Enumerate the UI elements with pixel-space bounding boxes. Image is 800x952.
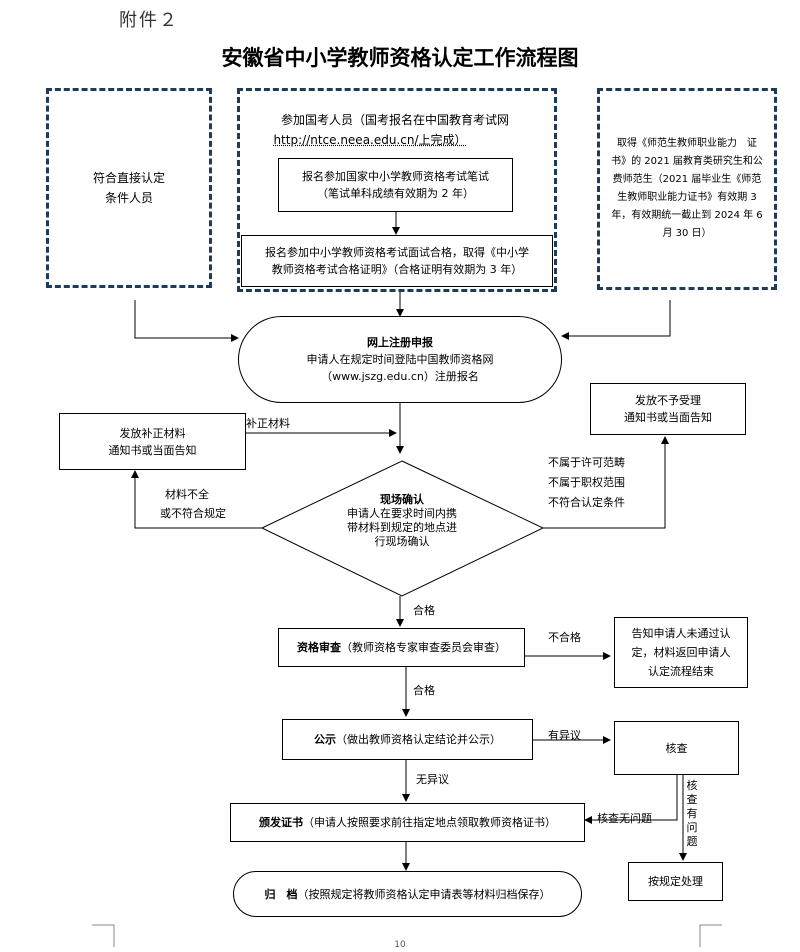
arrow-left-to-register (134, 300, 239, 342)
certificate-line: 费师范生（2021 届毕业生《师范 (612, 174, 762, 185)
reject-line: 通知书或当面告知 (624, 411, 712, 424)
fail-notice-line: 告知申请人未通过认 (631, 627, 731, 640)
onsite-line: 申请人在要求时间内携 (347, 507, 457, 520)
written-exam-line: （笔试单科成绩有效期为 2 年） (317, 187, 474, 200)
onsite-confirmation-text: 现场确认 申请人在要求时间内携 带材料到规定的地点进 行现场确认 (320, 492, 484, 549)
archive-box: 归 档 （按照规定将教师资格认定申请表等材料归档保存） (233, 871, 582, 917)
handle-per-rules-box: 按规定处理 (628, 862, 723, 901)
online-registration-box: 网上注册申报 申请人在规定时间登陆中国教师资格网 （www.jszg.edu.c… (238, 316, 562, 403)
page-number: 10 (394, 940, 406, 950)
certificate-line: 取得《师范生教师职业能力 证 (617, 138, 757, 149)
national-exam-box (237, 88, 557, 292)
verification-box: 核查 (614, 721, 739, 775)
arrow-right-to-register (561, 300, 671, 340)
attachment-label: 附件２ (119, 10, 179, 31)
registration-line: （www.jszg.edu.cn）注册报名 (321, 370, 479, 383)
fail-notice-line: 定，材料返回申请人 (631, 646, 731, 659)
fail-notice-line: 认定流程结束 (648, 665, 714, 678)
reject-line: 发放不予受理 (635, 394, 701, 407)
reject-reason: 不属于职权范围 (548, 476, 625, 489)
arrow-verify-to-issue (584, 775, 678, 824)
certificate-line: 生教师职业能力证书》有效期 3 (617, 192, 757, 203)
onsite-title: 现场确认 (380, 493, 424, 506)
reject-reason: 不属于许可范畴 (548, 456, 625, 469)
onsite-line: 行现场确认 (374, 535, 430, 548)
written-exam-box: 报名参加国家中小学教师资格考试笔试 （笔试单科成绩有效期为 2 年） (278, 158, 513, 212)
certificate-line: 书》的 2021 届教育类研究生和公 (611, 156, 763, 167)
verify-ok-label: 核查无问题 (597, 812, 652, 825)
direct-certification-box: 符合直接认定 条件人员 (46, 88, 212, 288)
direct-certification-line: 条件人员 (104, 191, 153, 205)
qualification-review-box: 资格审查 （教师资格专家审查委员会审查） (278, 628, 525, 667)
exam-intro-line: 参加国考人员（国考报名在中国教育考试网 (280, 113, 509, 127)
fail-notice-box: 告知申请人未通过认 定，材料返回申请人 认定流程结束 (614, 617, 748, 688)
verify-problem-label: 核查有问题 (686, 779, 698, 848)
issue-certificate-box: 颁发证书 （申请人按照要求前往指定地点领取教师资格证书） (230, 803, 585, 842)
supplement-line: 发放补正材料 (119, 426, 186, 440)
pass-label: 合格 (413, 684, 435, 697)
review-desc: （教师资格专家审查委员会审查） (341, 641, 506, 654)
certificate-line: 月 30 日） (662, 228, 712, 239)
supplement-line: 通知书或当面告知 (108, 443, 197, 457)
page-corner-marks (92, 924, 722, 947)
verification-label: 核查 (665, 741, 688, 755)
direct-certification-line: 符合直接认定 (92, 171, 165, 185)
interview-box: 报名参加中小学教师资格考试面试合格，取得《中小学 教师资格考试合格证明》（合格证… (241, 235, 553, 287)
supplement-material-label: 补正材料 (246, 417, 290, 430)
written-exam-line: 报名参加国家中小学教师资格考试笔试 (302, 170, 489, 183)
issue-desc: （申请人按照要求前往指定地点领取教师资格证书） (303, 816, 556, 829)
incomplete-label: 或不符合规定 (160, 507, 226, 520)
page-title: 安徽省中小学教师资格认定工作流程图 (221, 46, 579, 70)
review-title: 资格审查 (297, 641, 341, 654)
no-objection-label: 无异议 (416, 773, 449, 786)
handle-label: 按规定处理 (648, 875, 703, 888)
arrow-onsite-to-reject (543, 436, 669, 529)
fail-label: 不合格 (548, 631, 581, 644)
normal-student-certificate-box: 取得《师范生教师职业能力 证 书》的 2021 届教育类研究生和公 费师范生（2… (597, 88, 777, 290)
publicity-title: 公示 (314, 733, 336, 746)
onsite-diamond (260, 460, 545, 597)
arrow-onsite-to-supplement (131, 470, 262, 529)
interview-line: 报名参加中小学教师资格考试面试合格，取得《中小学 (265, 246, 529, 259)
reject-reason: 不符合认定条件 (548, 496, 625, 509)
supplement-notice-box: 发放补正材料 通知书或当面告知 (59, 413, 246, 470)
certificate-line: 年，有效期统一截止到 2024 年 6 (611, 210, 763, 221)
publicity-desc: （做出教师资格认定结论并公示） (336, 733, 501, 746)
interview-line: 教师资格考试合格证明》（合格证明有效期为 3 年） (271, 263, 523, 276)
publicity-box: 公示 （做出教师资格认定结论并公示） (282, 719, 533, 760)
onsite-line: 带材料到规定的地点进 (347, 521, 457, 534)
pass-label: 合格 (413, 604, 435, 617)
objection-label: 有异议 (548, 729, 581, 742)
issue-title: 颁发证书 (259, 816, 303, 829)
archive-desc: （按照规定将教师资格认定申请表等材料归档保存） (297, 887, 551, 901)
exam-intro-url: http://ntce.neea.edu.cn/上完成） (273, 133, 467, 147)
registration-line: 申请人在规定时间登陆中国教师资格网 (306, 353, 494, 366)
reject-notice-box: 发放不予受理 通知书或当面告知 (590, 383, 746, 435)
incomplete-label: 材料不全 (165, 488, 209, 501)
registration-title: 网上注册申报 (367, 336, 433, 349)
archive-title: 归 档 (264, 887, 298, 901)
